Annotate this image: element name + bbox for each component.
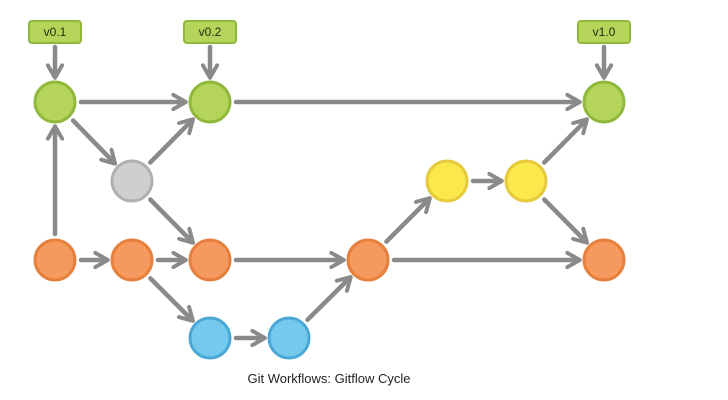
feature-commit-node xyxy=(188,316,232,360)
develop-commit-node xyxy=(188,238,232,282)
arrow-m1-to-h1 xyxy=(70,118,114,163)
version-tag-label: v0.1 xyxy=(44,25,67,39)
feature-commit-node xyxy=(267,316,311,360)
master-commit-node xyxy=(582,80,626,124)
arrow-r2-to-m3 xyxy=(542,121,585,165)
arrow-h1-to-d3 xyxy=(148,197,191,242)
develop-commit-node xyxy=(582,238,626,282)
arrow-d2-to-f1 xyxy=(148,276,191,319)
version-tag-label: v0.2 xyxy=(199,25,222,39)
hotfix-commit-node xyxy=(110,159,154,203)
arrow-f2-to-d4 xyxy=(305,278,350,322)
develop-commit-node xyxy=(33,238,77,282)
version-tag-box xyxy=(28,20,82,44)
master-commit-node xyxy=(33,80,77,124)
version-tag: v1.0 xyxy=(577,20,631,44)
commit-nodes-layer xyxy=(33,80,626,360)
arrow-h1-to-m2 xyxy=(148,121,191,165)
release-commit-node xyxy=(425,159,469,203)
version-tag: v0.2 xyxy=(183,20,237,44)
version-tag-box xyxy=(183,20,237,44)
version-tag-box xyxy=(577,20,631,44)
diagram-caption: Git Workflows: Gitflow Cycle xyxy=(247,371,410,386)
arrow-r2-to-d5 xyxy=(542,197,585,242)
develop-commit-node xyxy=(110,238,154,282)
arrows-layer xyxy=(55,44,604,338)
release-commit-node xyxy=(504,159,548,203)
version-tag: v0.1 xyxy=(28,20,82,44)
master-commit-node xyxy=(188,80,232,124)
arrow-d4-to-r1 xyxy=(384,199,428,244)
develop-commit-node xyxy=(346,238,390,282)
version-tag-label: v1.0 xyxy=(593,25,616,39)
version-tags-layer: v0.1 v0.2 v1.0 xyxy=(28,20,631,44)
